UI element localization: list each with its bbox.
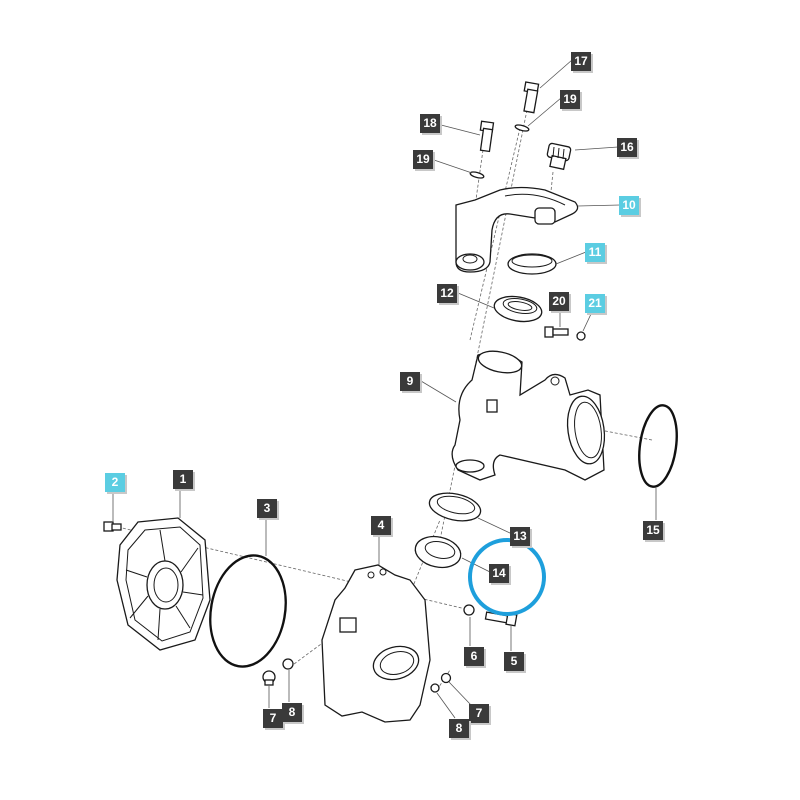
part-2-bolt — [103, 521, 122, 532]
callout-21[interactable]: 21 — [585, 294, 605, 313]
callout-5[interactable]: 5 — [504, 652, 524, 671]
callout-9[interactable]: 9 — [400, 372, 420, 391]
callout-19[interactable]: 19 — [413, 150, 433, 169]
part-11-ring — [507, 253, 557, 275]
part-15-oring — [638, 404, 678, 488]
callout-14[interactable]: 14 — [489, 564, 509, 583]
part-10-bracket — [455, 186, 579, 273]
part-20-bolt — [544, 326, 569, 338]
part-21-washer — [576, 331, 586, 341]
callout-20[interactable]: 20 — [549, 292, 569, 311]
part-16-plug — [546, 142, 572, 171]
part-19-washer — [514, 124, 530, 132]
part-8-washer — [282, 658, 294, 670]
part-3-oring — [209, 554, 287, 668]
callout-16[interactable]: 16 — [617, 138, 637, 157]
callout-1[interactable]: 1 — [173, 470, 193, 489]
callout-8[interactable]: 8 — [449, 719, 469, 738]
part-9-housing — [451, 350, 606, 481]
part-12-bearing — [493, 295, 543, 323]
callout-11[interactable]: 11 — [585, 243, 605, 262]
callout-13[interactable]: 13 — [510, 527, 530, 546]
callout-2[interactable]: 2 — [105, 473, 125, 492]
part-13-seal — [428, 492, 482, 522]
part-18-bolt — [479, 120, 495, 153]
part-8-washer — [430, 683, 440, 693]
callout-15[interactable]: 15 — [643, 521, 663, 540]
part-19-washer — [469, 171, 485, 179]
callout-4[interactable]: 4 — [371, 516, 391, 535]
callout-6[interactable]: 6 — [464, 647, 484, 666]
callout-18[interactable]: 18 — [420, 114, 440, 133]
callout-10[interactable]: 10 — [619, 196, 639, 215]
callout-17[interactable]: 17 — [571, 52, 591, 71]
callout-8[interactable]: 8 — [282, 703, 302, 722]
leader-lines — [112, 59, 657, 719]
callout-7[interactable]: 7 — [469, 704, 489, 723]
callout-19[interactable]: 19 — [560, 90, 580, 109]
callout-3[interactable]: 3 — [257, 499, 277, 518]
callout-7[interactable]: 7 — [263, 709, 283, 728]
highlight-ring — [468, 538, 546, 616]
part-14-seal — [414, 535, 462, 569]
part-7-plug — [262, 670, 276, 686]
callout-12[interactable]: 12 — [437, 284, 457, 303]
part-17-bolt — [523, 81, 540, 114]
part-4-housing — [321, 564, 431, 723]
part-6-nut — [463, 604, 475, 616]
part-1-cover — [116, 517, 211, 651]
part-7-plug — [440, 672, 452, 684]
